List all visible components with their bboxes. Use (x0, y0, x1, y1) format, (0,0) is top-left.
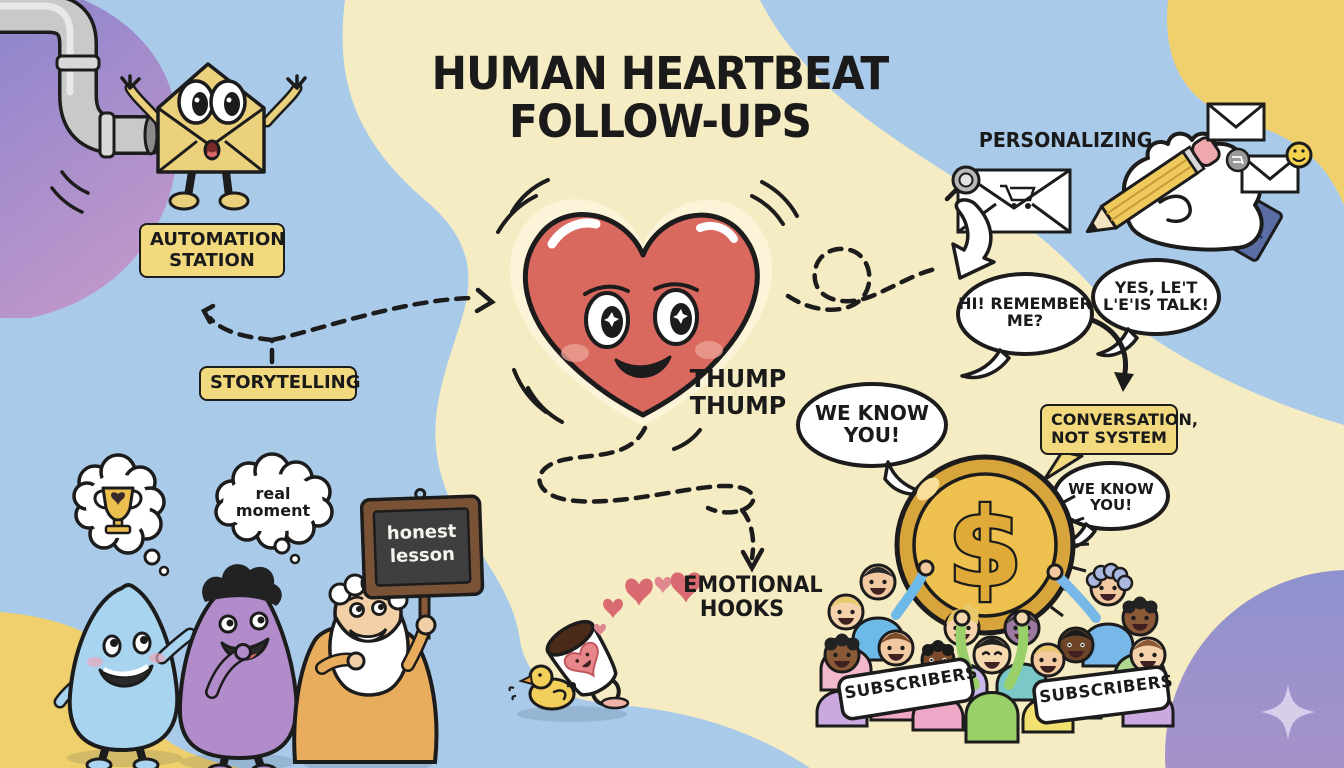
black-curved-arrow (1089, 317, 1128, 381)
smiley-icon (1285, 141, 1313, 169)
purple-blob-bottom-right (1165, 570, 1344, 768)
subscriber-person (953, 609, 1031, 744)
heart-face-decal (563, 641, 599, 678)
pipe-icon (0, 0, 170, 214)
thought-bubble-real-moment (214, 452, 334, 565)
trophy-icon (93, 486, 143, 535)
sparkle-icon (1261, 684, 1315, 740)
white-curved-arrow (951, 198, 996, 280)
subscriber-person (815, 633, 869, 728)
storytelling-label: STORYTELLING (199, 366, 361, 401)
personalizing-label: PERSONALIZING (978, 128, 1153, 152)
emotional-hooks-label: EMOTIONAL HOOKS (683, 573, 823, 622)
speech-bubble-hi-remember (956, 272, 1094, 380)
yes-lets-talk-bubble-text: YES, LE'T L'E'IS TALK! (1103, 278, 1209, 315)
hi-remember-bubble-text: HI! REMEMBER ME? (958, 294, 1092, 331)
speech-bubble-we-know-you-small (1052, 461, 1170, 551)
subscribers-banner-left (837, 657, 975, 721)
speech-bubble-yes-lets-talk (1091, 258, 1221, 358)
automation-station-label: AUTOMATION STATION (139, 223, 285, 279)
real-moment-thought-text: real moment (235, 484, 311, 521)
page-title: HUMAN HEARTBEAT FOLLOW-UPS (431, 47, 890, 149)
we-know-you-small-bubble-text: WE KNOW YOU! (1068, 480, 1154, 515)
dollar-symbol: $ (947, 486, 1022, 611)
magnifier-icon (944, 165, 981, 202)
thump-thump-text: THUMP THUMP (689, 364, 787, 420)
thought-bubble-trophy (72, 453, 170, 577)
we-know-you-big-bubble-text: WE KNOW YOU! (815, 401, 929, 447)
subscribers-banner-right (1032, 665, 1171, 725)
coin-icon: $ (894, 454, 1090, 636)
honest-lesson-sign (359, 488, 485, 600)
envelope-icon (1206, 102, 1266, 142)
blue-blob-character (53, 583, 197, 768)
hand-pencil-icon (1085, 131, 1283, 262)
envelope-character (120, 62, 307, 211)
pencil-icon (1085, 136, 1221, 234)
heart-character (496, 178, 799, 451)
mug-icon (545, 619, 621, 707)
cart-badge-icon (1225, 147, 1251, 173)
hearts-floating (593, 572, 702, 636)
purple-blob-top-left (0, 0, 179, 318)
duck-icon (508, 664, 577, 711)
honest-lesson-sign-text: honest lesson (386, 520, 457, 568)
dashed-arrows (200, 246, 943, 573)
heartbeat-motion-lines (496, 178, 799, 451)
wise-man-character (292, 571, 439, 764)
spill-splash (600, 696, 630, 710)
speech-bubble-we-know-you-big (796, 382, 948, 496)
conversation-label: CONVERSATION, NOT SYSTEM (1040, 404, 1198, 455)
purple-blob-character (177, 564, 299, 768)
